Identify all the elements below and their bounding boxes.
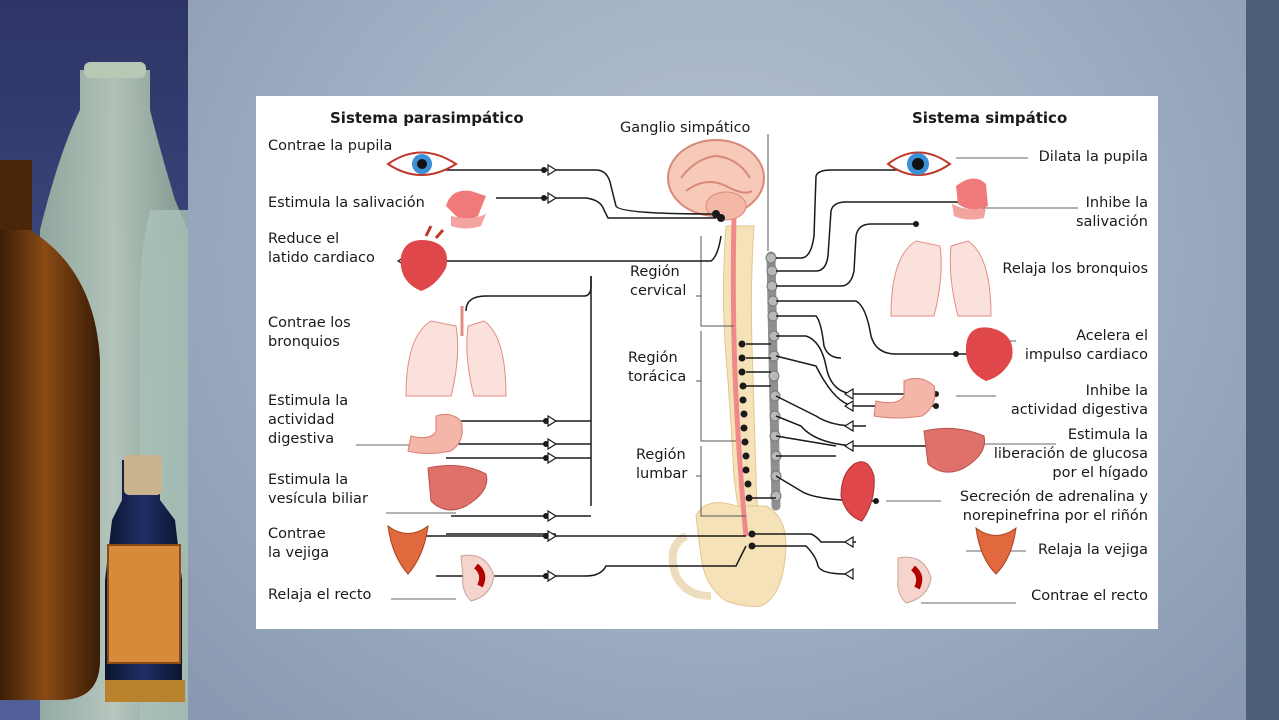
brain-illustration [667, 139, 765, 221]
para-label-pupil: Contrae la pupila [268, 138, 393, 154]
stomach-icon [873, 377, 936, 419]
symp-label-bladder: Relaja la vejiga [1038, 542, 1148, 558]
symp-label-pupil: Dilata la pupila [1038, 149, 1148, 165]
rectum-icon [460, 554, 495, 602]
slide-side-bar [1246, 0, 1279, 720]
salivary-gland-icon [446, 190, 486, 229]
bottles-illustration [0, 62, 188, 720]
kidney-icon [840, 461, 875, 522]
parasympathetic-nerves [401, 169, 747, 577]
sympathetic-nerves [746, 169, 981, 575]
liver-icon [923, 427, 986, 473]
ganglion-chain [765, 134, 782, 511]
symp-label-rectum: Contrae el recto [1031, 588, 1148, 604]
autonomic-nervous-system-diagram: Sistema parasimpático Sistema simpático … [256, 96, 1158, 629]
para-label-rectum: Relaja el recto [268, 587, 372, 603]
heart-icon [965, 327, 1013, 381]
bladder-icon [975, 526, 1017, 575]
heart-icon [400, 225, 447, 291]
region-brackets [696, 236, 746, 517]
rectum-icon [897, 556, 932, 604]
symp-label-bronchi: Relaja los bronquios [1002, 261, 1148, 277]
stomach-icon [407, 413, 463, 454]
salivary-gland-icon [952, 178, 988, 220]
left-organs [386, 151, 507, 602]
lungs-icon [890, 240, 992, 317]
parasympathetic-synapse-markers [396, 163, 558, 583]
para-label-salivation: Estimula la salivación [268, 195, 425, 211]
ganglion-label: Ganglio simpático [620, 120, 751, 136]
eye-icon [386, 151, 458, 176]
right-organs [840, 151, 1017, 604]
eye-icon [886, 151, 952, 176]
sympathetic-synapse-markers [843, 387, 854, 581]
diagram-graphics [356, 134, 1078, 607]
lungs-icon [405, 306, 507, 397]
bottles-photo [0, 0, 188, 720]
sympathetic-title: Sistema simpático [912, 109, 1068, 127]
parasympathetic-title: Sistema parasimpático [330, 109, 524, 127]
liver-icon [427, 465, 488, 511]
bladder-icon [387, 524, 429, 575]
